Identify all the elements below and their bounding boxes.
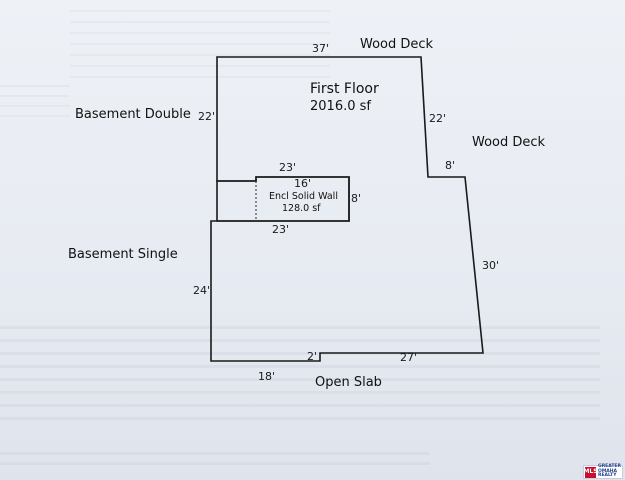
wood-deck-right-label: Wood Deck [472,135,546,150]
enclosed-wall-area: 128.0 sf [282,203,321,214]
dimension-bottom-right: 27' [400,351,417,364]
dimension-waist-top: 23' [279,161,296,174]
first-floor-area: 2016.0 sf [310,99,371,114]
open-slab-label: Open Slab [315,375,382,390]
dimension-waist-height: 8' [351,192,361,205]
dimension-waist-bottom: 23' [272,223,289,236]
mls-badge-caption: GREATER OMAHA REALTY [598,464,621,479]
dimension-bottom-notch: 2' [307,350,317,363]
dimension-right-lower: 30' [482,259,499,272]
dimension-waist-inner: 16' [294,177,311,190]
enclosed-wall-name: Encl Solid Wall [269,191,338,202]
mls-logo-icon: MLS [583,466,598,478]
basement-single-label: Basement Single [68,247,178,262]
dimension-top: 37' [312,42,329,55]
dimension-bottom-left: 18' [258,370,275,383]
dimension-left-lower: 24' [193,284,210,297]
dimension-left-upper: 22' [198,110,215,123]
first-floor-name: First Floor [310,81,379,97]
enclosed-wall-outline [216,176,350,222]
basement-double-label: Basement Double [75,107,191,122]
wood-deck-top-label: Wood Deck [360,37,434,52]
dimension-right-upper: 22' [429,112,446,125]
mls-badge: MLS GREATER OMAHA REALTY [583,465,623,479]
dimension-step-right: 8' [445,159,455,172]
